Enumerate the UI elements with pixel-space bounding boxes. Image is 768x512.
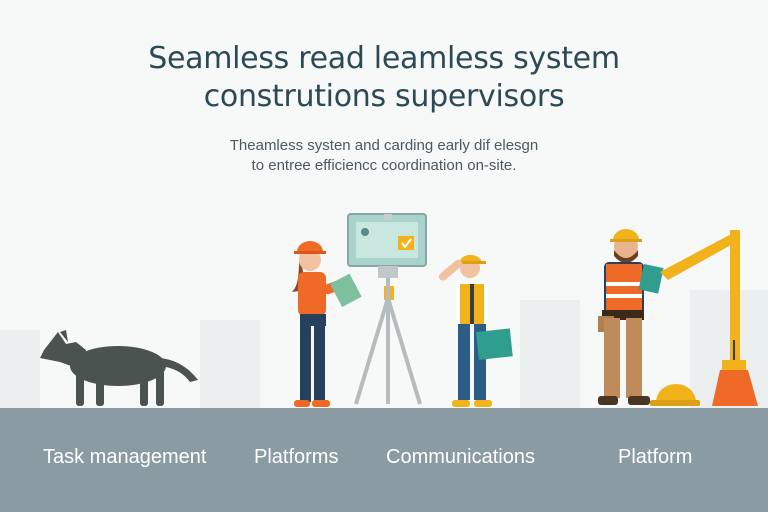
hero-subtitle-line2: to entree efficiencc coordination on-sit… xyxy=(251,157,517,174)
bearded-worker xyxy=(598,229,664,405)
dog-silhouette xyxy=(40,330,198,406)
background-buildings xyxy=(0,290,768,410)
check-mark-icon xyxy=(398,236,414,250)
footer-item-platform[interactable]: Platform xyxy=(618,446,693,468)
hero-title-line2: construtions supervisors xyxy=(203,79,565,114)
hero-title-line1: Seamless read leamless system xyxy=(148,41,620,76)
tripod-tablet xyxy=(347,213,427,405)
construction-illustration xyxy=(0,213,768,410)
hero-subtitle-line1: Theamless systen and carding early dif e… xyxy=(229,137,539,154)
hard-hat-icon xyxy=(650,384,700,406)
hero-title: Seamless read leamless system construtio… xyxy=(0,40,768,116)
worker-with-folder xyxy=(438,254,513,407)
female-worker xyxy=(292,241,362,407)
footer-bar: Task management Platforms Communications… xyxy=(0,408,768,512)
crane xyxy=(660,230,758,406)
footer-item-platforms[interactable]: Platforms xyxy=(254,446,339,468)
hero-subtitle: Theamless systen and carding early dif e… xyxy=(0,136,768,176)
footer-item-communications[interactable]: Communications xyxy=(386,446,535,468)
footer-item-task-management[interactable]: Task management xyxy=(43,446,207,468)
